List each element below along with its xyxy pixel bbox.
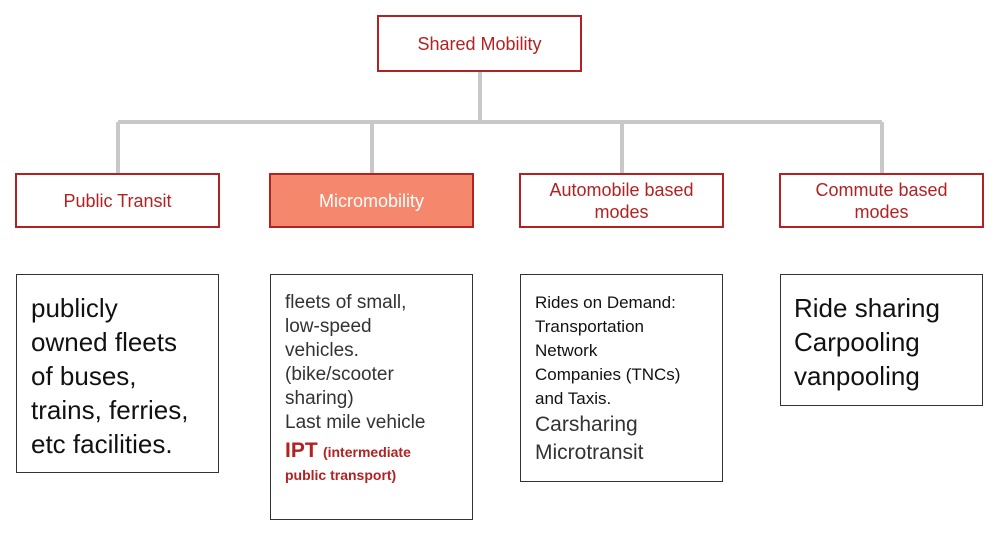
root-node-shared-mobility: Shared Mobility xyxy=(377,15,582,72)
description-line: Rides on Demand: xyxy=(535,293,676,312)
description-box-commute: Ride sharing Carpooling vanpooling xyxy=(780,274,983,406)
description-line: of buses, xyxy=(31,361,137,391)
ipt-expansion-2: public transport) xyxy=(285,467,397,483)
ipt-line: IPT (intermediate xyxy=(285,439,472,464)
category-node-commute-based-modes: Commute based modes xyxy=(779,173,984,228)
description-box-micromobility: fleets of small, low-speed vehicles. (bi… xyxy=(270,274,473,520)
description-line-large: Carsharing xyxy=(535,413,638,436)
description-line: vanpooling xyxy=(794,361,920,391)
description-box-automobile: Rides on Demand: Transportation Network … xyxy=(520,274,723,482)
description-line: sharing) xyxy=(285,388,354,409)
description-line: etc facilities. xyxy=(31,429,173,459)
description-box-public-transit: publicly owned fleets of buses, trains, … xyxy=(16,274,219,473)
description-line: low-speed xyxy=(285,316,372,337)
description-line: Carpooling xyxy=(794,327,920,357)
ipt-abbreviation: IPT xyxy=(285,439,318,462)
description-line: and Taxis. xyxy=(535,389,612,408)
description-line-large: Microtransit xyxy=(535,441,644,464)
category-node-micromobility: Micromobility xyxy=(269,173,474,228)
category-node-label: Automobile based modes xyxy=(549,179,694,222)
description-line: owned fleets xyxy=(31,327,177,357)
description-line: vehicles. xyxy=(285,340,359,361)
description-line: trains, ferries, xyxy=(31,395,189,425)
description-line: Ride sharing xyxy=(794,293,940,323)
description-line: publicly xyxy=(31,293,118,323)
category-node-public-transit: Public Transit xyxy=(15,173,220,228)
description-line: fleets of small, xyxy=(285,292,407,313)
description-line: Companies (TNCs) xyxy=(535,365,681,384)
description-line: Network xyxy=(535,341,598,360)
category-node-automobile-based-modes: Automobile based modes xyxy=(519,173,724,228)
category-node-label: Commute based modes xyxy=(815,179,948,222)
description-line: Last mile vehicle xyxy=(285,412,426,433)
ipt-expansion-1: (intermediate xyxy=(322,444,411,460)
category-node-label: Public Transit xyxy=(63,190,172,211)
category-node-label: Micromobility xyxy=(318,190,424,211)
root-node-label: Shared Mobility xyxy=(417,33,542,54)
description-line: Transportation xyxy=(535,317,644,336)
description-line: (bike/scooter xyxy=(285,364,394,385)
